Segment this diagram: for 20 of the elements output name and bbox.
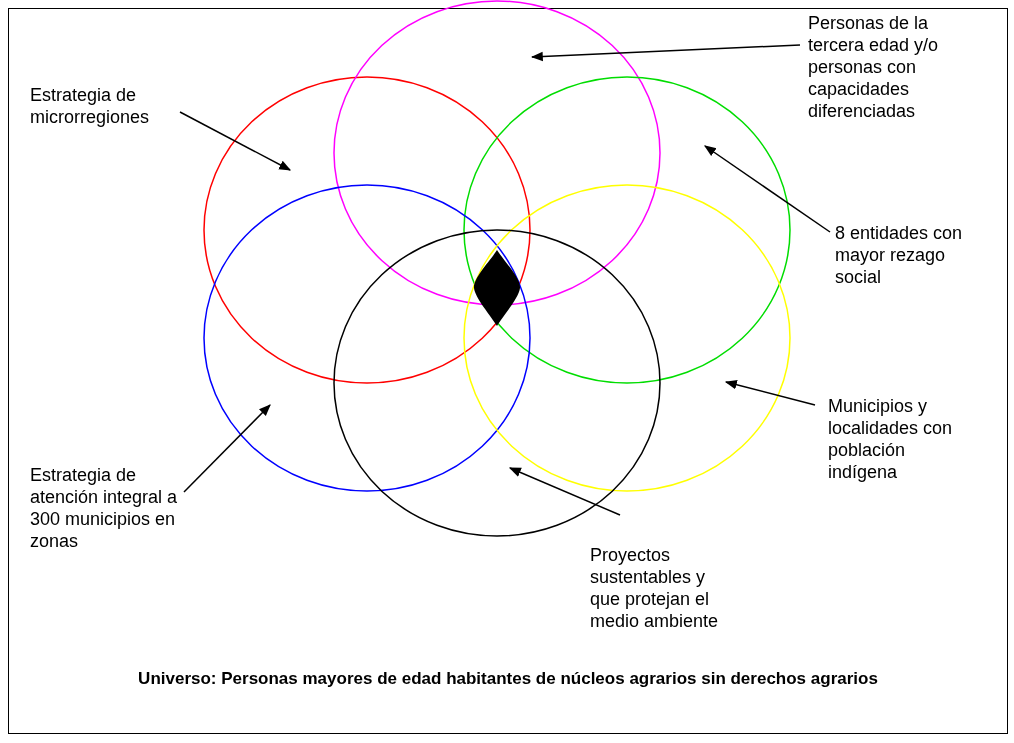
circle-outline [203, 184, 531, 492]
leader-arrow [179, 111, 292, 171]
callout-text: Estrategia de microrregiones [30, 84, 200, 128]
leader-arrow [704, 145, 831, 233]
circle-outline [333, 0, 661, 306]
circle-outline [333, 229, 661, 537]
callout-text: Municipios y localidades con población indígena [828, 395, 958, 483]
callout-text: Estrategia de atención integral a 300 municipios en zonas [30, 464, 178, 552]
leader-arrow [724, 380, 816, 406]
callout-text: 8 entidades con mayor rezago social [835, 222, 975, 288]
circle-outline [463, 184, 791, 492]
circle-outline [203, 76, 531, 384]
leader-arrow [183, 404, 271, 493]
callout-text: Proyectos sustentables y que protejan el medio ambiente [590, 544, 740, 632]
circle-outline [463, 76, 791, 384]
leader-arrow [508, 467, 621, 516]
diamond-mark [474, 250, 520, 326]
callout-text: Personas de la tercera edad y/o personas con capacidades diferenciadas [808, 12, 958, 122]
caption: Universo: Personas mayores de edad habitantes de núcleos agrarios sin derechos agrarios [137, 668, 879, 690]
leader-arrow [530, 44, 801, 62]
